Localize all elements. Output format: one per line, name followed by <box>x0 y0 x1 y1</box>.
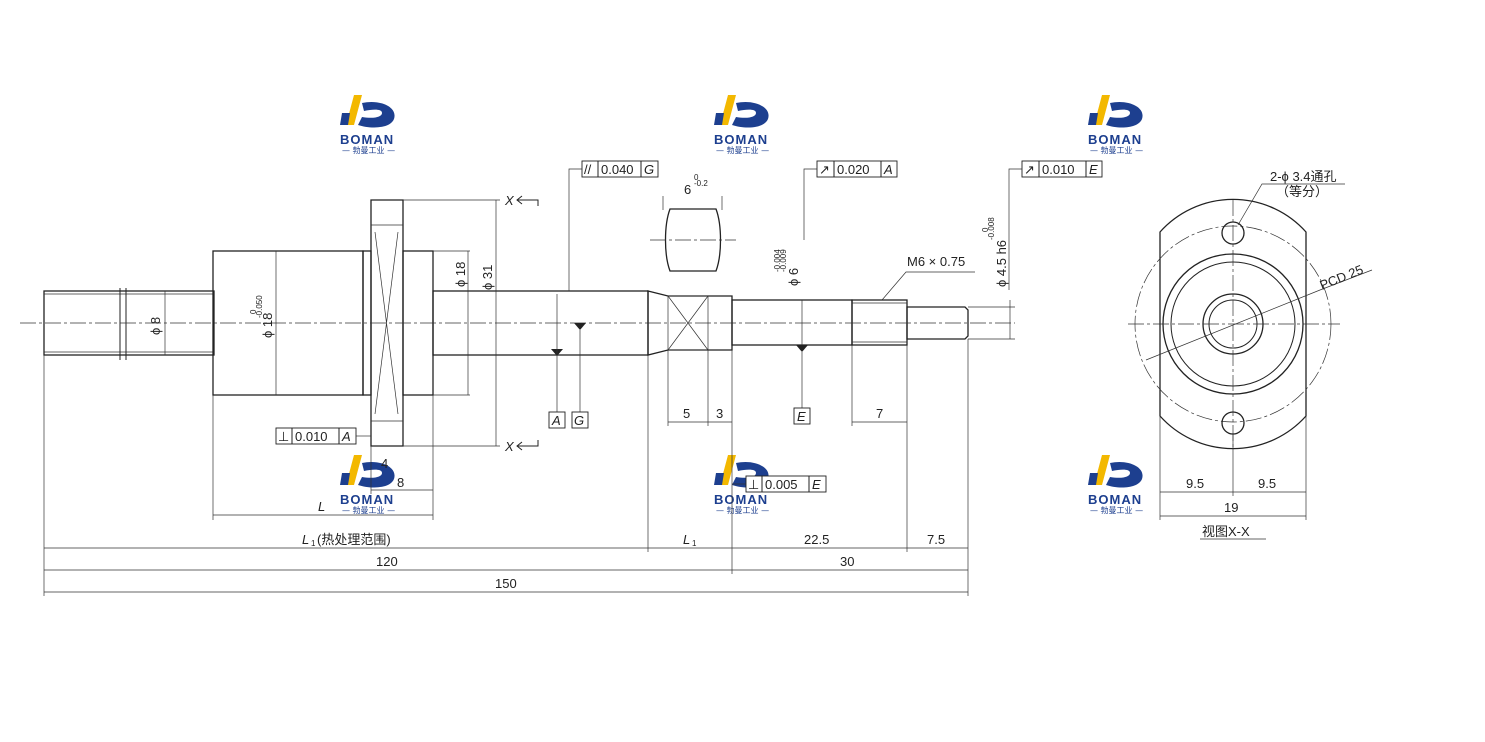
logo-name: BOMAN <box>1088 492 1142 507</box>
dim-d18-flange: ϕ 18 <box>453 262 468 287</box>
gdt-runout-a-datum: A <box>883 162 893 177</box>
logo-name: BOMAN <box>1088 132 1142 147</box>
dim-d18-tol-bot: -0.050 <box>255 295 264 318</box>
dim-flat6: 6 <box>684 182 691 197</box>
dim-len4: 4 <box>381 456 388 471</box>
gdt-runout-e-value: 0.010 <box>1042 162 1075 177</box>
logo-subtitle: — 勃曼工业 — <box>342 505 395 515</box>
gdt-runout-e-symbol: ↗ <box>1024 162 1035 177</box>
dim-d8: ϕ 8 <box>148 317 163 335</box>
gdt-perp-e-value: 0.005 <box>765 477 798 492</box>
dim-d6-tol-top: -0.004 <box>773 249 782 272</box>
datum-g: G <box>571 323 589 429</box>
dim-d45: ϕ 4.5 h6 <box>994 240 1009 287</box>
shaft-journal-d6 <box>731 299 853 346</box>
gdt-parallel-symbol: // <box>584 162 592 177</box>
datum-e-label: E <box>797 409 806 424</box>
dim-len150: 150 <box>495 576 517 591</box>
logo-subtitle: — 勃曼工业 — <box>342 145 395 155</box>
dim-thread: M6 × 0.75 <box>907 254 965 269</box>
dim-L1-heat-sub: 1 <box>311 539 316 548</box>
gdt-runout-e: ↗ 0.010 E <box>1008 160 1103 290</box>
dim-d6-tol-bot: -0.009 <box>779 249 788 272</box>
dim-w9-5b: 9.5 <box>1258 476 1276 491</box>
dim-heat-note: (热处理范围) <box>317 532 391 547</box>
datum-e: E <box>793 345 811 425</box>
boman-logo-6: BOMAN — 勃曼工业 — <box>1088 455 1143 515</box>
shaft-end-d45 <box>906 306 969 340</box>
datum-a-label: A <box>551 413 561 428</box>
dim-len22-5: 22.5 <box>804 532 829 547</box>
dim-len3: 3 <box>716 406 723 421</box>
gdt-perp-a-value: 0.010 <box>295 429 328 444</box>
dim-d6: ϕ 6 <box>786 268 801 286</box>
dim-len5: 5 <box>683 406 690 421</box>
logo-name: BOMAN <box>714 132 768 147</box>
dim-flat6-tol-top: 0 <box>694 173 699 182</box>
gdt-perp-a-symbol: ⊥ <box>278 429 289 444</box>
section-mark-top: X <box>504 193 515 208</box>
gdt-parallel-value: 0.040 <box>601 162 634 177</box>
dim-L1-heat: L <box>302 532 309 547</box>
dim-w19: 19 <box>1224 500 1238 515</box>
view-label: 视图X-X <box>1202 524 1250 539</box>
dim-flat6-tol-bot: -0.2 <box>694 179 708 188</box>
dim-pcd: PCD 25 <box>1318 262 1366 293</box>
dim-len7-5: 7.5 <box>927 532 945 547</box>
logo-name: BOMAN <box>340 492 394 507</box>
section-view-xx: 2-ϕ 3.4通孔 （等分） PCD 25 9.5 9.5 19 视图X-X <box>1128 169 1373 540</box>
dim-w9-5a: 9.5 <box>1186 476 1204 491</box>
dim-d18-nut: ϕ 18 <box>260 313 275 338</box>
gdt-perp-e-datum: E <box>812 477 821 492</box>
gdt-runout-a: ↗ 0.020 A <box>803 160 898 240</box>
dim-holes-note: （等分） <box>1276 184 1328 199</box>
dim-d45-tol-bot: -0.008 <box>987 217 996 240</box>
dim-L: L <box>318 499 325 514</box>
datum-a: A <box>548 294 566 429</box>
section-mark-bottom: X <box>504 439 515 454</box>
flat-detail-view: 6 0 -0.2 <box>650 173 736 272</box>
dim-len120: 120 <box>376 554 398 569</box>
dim-L1-right: L <box>683 532 690 547</box>
dim-L1-right-sub: 1 <box>692 539 697 548</box>
gdt-parallel-datum: G <box>644 162 654 177</box>
logo-subtitle: — 勃曼工业 — <box>716 505 769 515</box>
gdt-perp-e-symbol: ⊥ <box>748 477 759 492</box>
gdt-perp-e: ⊥ 0.005 E <box>732 475 827 493</box>
gdt-parallel-g: // 0.040 G <box>568 160 659 291</box>
break-mark <box>119 288 127 360</box>
boman-logo-1: BOMAN — 勃曼工业 — <box>340 95 395 155</box>
dimension-lines: ϕ 8 ϕ 18 0 -0.050 ϕ 18 ϕ 31 X X ϕ 6 -0.0… <box>43 193 1015 596</box>
dim-d18-tol-top: 0 <box>249 309 258 314</box>
gdt-runout-e-datum: E <box>1089 162 1098 177</box>
dim-len8: 8 <box>397 475 404 490</box>
logo-subtitle: — 勃曼工业 — <box>716 145 769 155</box>
boman-logo-2: BOMAN — 勃曼工业 — <box>714 95 769 155</box>
dim-d31: ϕ 31 <box>480 265 495 290</box>
dim-len7: 7 <box>876 406 883 421</box>
datum-g-label: G <box>574 413 584 428</box>
logo-subtitle: — 勃曼工业 — <box>1090 505 1143 515</box>
gdt-perp-a-datum: A <box>341 429 351 444</box>
logo-subtitle: — 勃曼工业 — <box>1090 145 1143 155</box>
screw-shaft <box>20 199 1015 447</box>
dim-len30: 30 <box>840 554 854 569</box>
boman-logo-4: BOMAN — 勃曼工业 — <box>340 455 395 515</box>
dim-d45-tol-top: 0 <box>981 227 990 232</box>
boman-logo-3: BOMAN — 勃曼工业 — <box>1088 95 1143 155</box>
gdt-runout-a-symbol: ↗ <box>819 162 830 177</box>
gdt-perp-a: ⊥ 0.010 A <box>275 427 371 445</box>
gdt-runout-a-value: 0.020 <box>837 162 870 177</box>
logo-name: BOMAN <box>340 132 394 147</box>
dim-holes: 2-ϕ 3.4通孔 <box>1270 169 1337 184</box>
logo-name: BOMAN <box>714 492 768 507</box>
shaft-thread-m6 <box>851 299 908 346</box>
